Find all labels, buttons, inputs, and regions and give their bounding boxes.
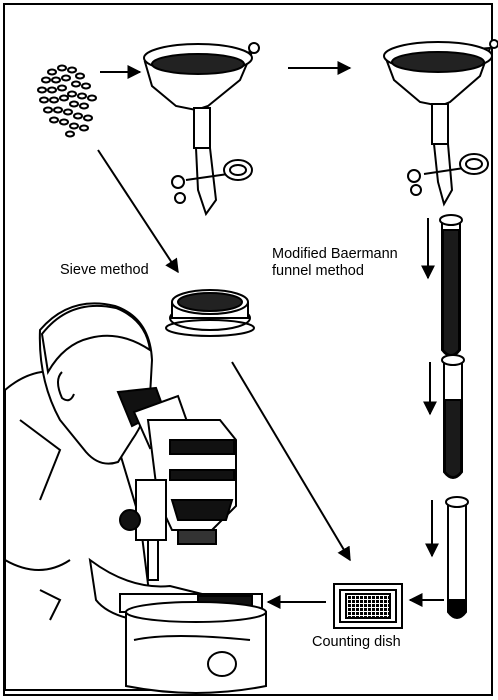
counting-dish-icon: [334, 584, 402, 628]
counting-dish-label: Counting dish: [312, 634, 401, 651]
sieve-icon: [166, 290, 254, 336]
funnel-1-icon: [144, 43, 259, 214]
baermann-label-line1: Modified Baermann: [272, 246, 398, 263]
arrow-sieve-to-dish: [232, 362, 350, 560]
test-tube-half-icon: [442, 355, 464, 478]
test-tube-settled-icon: [446, 497, 468, 618]
test-tube-full-icon: [440, 215, 462, 356]
sieve-label: Sieve method: [60, 262, 149, 279]
soil-sample-icon: [38, 64, 96, 137]
microscope-icon: [118, 388, 266, 693]
baermann-label-line2: funnel method: [272, 263, 364, 280]
funnel-2-icon: [384, 40, 498, 204]
arrow-soil-to-sieve: [98, 150, 178, 272]
